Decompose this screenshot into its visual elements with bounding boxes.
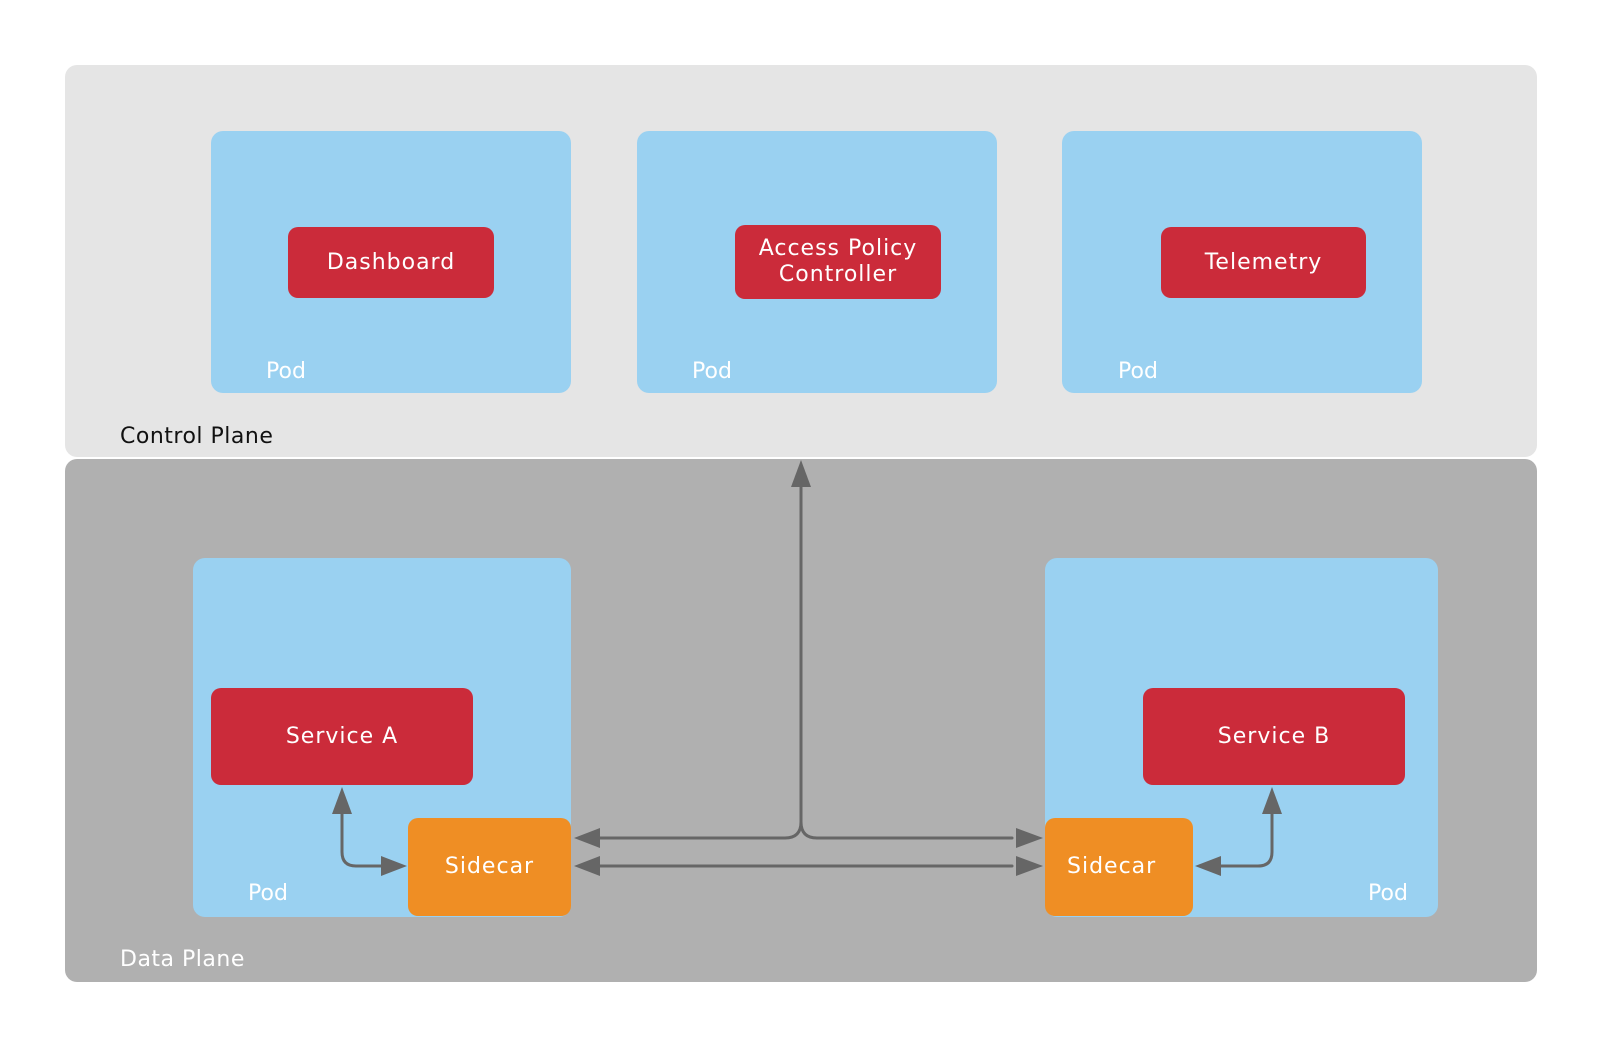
service-b-label: Service B (1217, 723, 1331, 749)
service-a-component: Service A (211, 688, 473, 785)
dashboard-label: Dashboard (326, 249, 456, 275)
pod-label: Pod (266, 359, 306, 384)
pod-label: Pod (248, 881, 288, 906)
pod-label: Pod (1368, 881, 1408, 906)
sidecar-a: Sidecar (408, 818, 571, 916)
pod-label: Pod (692, 359, 732, 384)
control-plane-label: Control Plane (120, 424, 274, 449)
sidecar-b-label: Sidecar (1067, 854, 1157, 879)
access-policy-controller-component: Access Policy Controller (735, 225, 941, 299)
access-policy-label-line2: Controller (778, 262, 898, 287)
access-policy-label-line1: Access Policy (758, 236, 918, 261)
telemetry-label: Telemetry (1204, 249, 1323, 275)
service-b-component: Service B (1143, 688, 1405, 785)
sidecar-b: Sidecar (1045, 818, 1193, 916)
pod-label: Pod (1118, 359, 1158, 384)
data-plane-label: Data Plane (120, 947, 245, 972)
service-a-label: Service A (285, 723, 399, 749)
dashboard-component: Dashboard (288, 227, 494, 298)
telemetry-component: Telemetry (1161, 227, 1366, 298)
sidecar-a-label: Sidecar (444, 854, 535, 879)
